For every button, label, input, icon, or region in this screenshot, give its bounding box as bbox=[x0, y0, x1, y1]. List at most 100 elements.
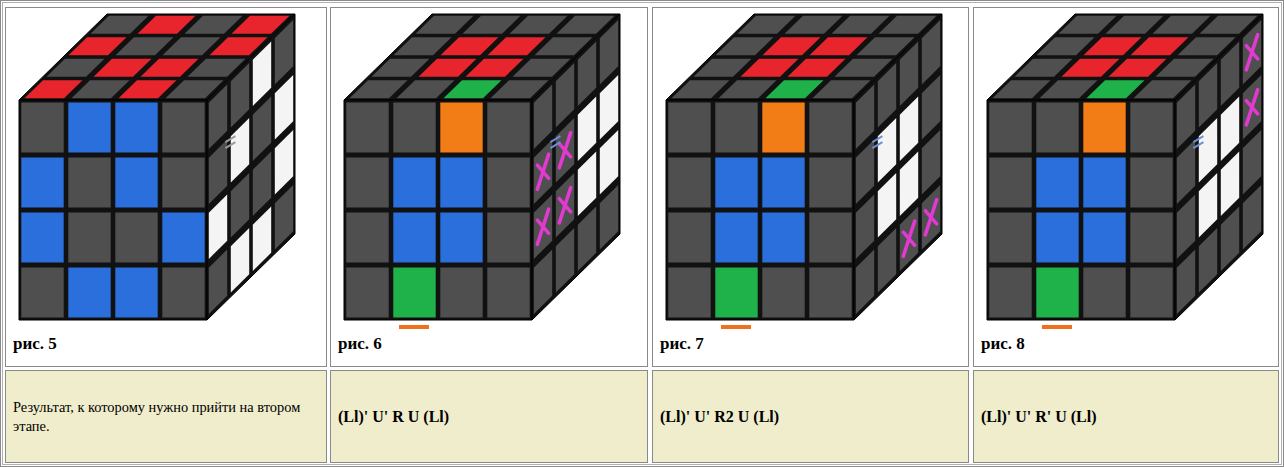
cube-sticker bbox=[556, 63, 574, 127]
cube-sticker bbox=[115, 213, 157, 263]
table-frame-inner bbox=[3, 3, 1282, 465]
cube-sticker bbox=[68, 213, 110, 263]
cube-sticker bbox=[578, 207, 596, 271]
cube-sticker bbox=[900, 152, 918, 216]
cube-face bbox=[666, 100, 854, 320]
cube-sticker bbox=[922, 75, 940, 139]
cube-sticker bbox=[809, 268, 851, 318]
cube-sticker bbox=[487, 268, 529, 318]
cube-sticker bbox=[115, 103, 157, 153]
cube-face bbox=[987, 100, 1175, 320]
cube-sticker bbox=[900, 97, 918, 161]
cube-sticker bbox=[578, 152, 596, 216]
cube-sticker bbox=[231, 118, 249, 182]
cube-sticker bbox=[556, 173, 574, 237]
cube-sticker bbox=[1199, 63, 1217, 127]
cube-sticker bbox=[762, 158, 804, 208]
picture-cell: рис. 7 bbox=[652, 7, 969, 367]
cube-sticker bbox=[21, 103, 63, 153]
cube-sticker bbox=[510, 16, 568, 34]
figure-caption: рис. 7 bbox=[660, 334, 704, 354]
cube-sticker bbox=[440, 103, 482, 153]
cube-sticker bbox=[163, 37, 221, 55]
cube-sticker bbox=[393, 213, 435, 263]
cube-face bbox=[19, 100, 207, 320]
cube-sticker bbox=[231, 63, 249, 127]
cube-face bbox=[532, 14, 620, 320]
cube-sticker bbox=[346, 103, 388, 153]
picture-cell: рис. 8 bbox=[973, 7, 1279, 367]
cube-sticker bbox=[275, 75, 293, 139]
cube-sticker bbox=[1199, 118, 1217, 182]
cube-sticker bbox=[762, 103, 804, 153]
cube-sticker bbox=[1153, 16, 1211, 34]
cube-sticker bbox=[440, 158, 482, 208]
cube-sticker bbox=[993, 80, 1051, 98]
cube-sticker bbox=[1199, 228, 1217, 292]
cube-sticker bbox=[716, 37, 774, 55]
cube-sticker bbox=[487, 158, 529, 208]
cube-sticker bbox=[162, 213, 204, 263]
cube-sticker bbox=[668, 103, 710, 153]
cube-sticker bbox=[1199, 173, 1217, 237]
cube-sticker bbox=[1177, 250, 1195, 314]
cube-sticker bbox=[715, 103, 757, 153]
cube-sticker bbox=[766, 80, 824, 98]
slice-marker bbox=[1042, 325, 1072, 329]
cube-sticker bbox=[1087, 80, 1145, 98]
cube-sticker bbox=[209, 195, 227, 259]
cube-sticker bbox=[397, 80, 455, 98]
cube-sticker bbox=[115, 158, 157, 208]
cube-sticker bbox=[393, 103, 435, 153]
mark-x bbox=[1246, 35, 1257, 70]
cube-sticker bbox=[253, 152, 271, 216]
cube-sticker bbox=[1221, 42, 1239, 106]
cube-sticker bbox=[1036, 213, 1078, 263]
cube-sticker bbox=[68, 158, 110, 208]
cube-logo bbox=[550, 136, 560, 148]
cube-sticker bbox=[115, 268, 157, 318]
mark-x bbox=[903, 221, 914, 256]
cube-sticker bbox=[116, 37, 174, 55]
rubiks-cube bbox=[666, 14, 942, 329]
cube-sticker bbox=[878, 118, 896, 182]
cube-sticker bbox=[600, 185, 618, 249]
cube-sticker bbox=[556, 228, 574, 292]
cube-sticker bbox=[1221, 207, 1239, 271]
cube-sticker bbox=[989, 268, 1031, 318]
cube-sticker bbox=[856, 140, 874, 204]
move-sequence: (Ll)' U' R' U (Ll) bbox=[974, 406, 1104, 428]
mark-x bbox=[1246, 90, 1257, 125]
cube-sticker bbox=[810, 37, 868, 55]
cube-sticker bbox=[463, 16, 521, 34]
cube-sticker bbox=[1130, 213, 1172, 263]
cube-sticker bbox=[1083, 103, 1125, 153]
cube-sticker bbox=[209, 85, 227, 149]
cube-sticker bbox=[1036, 158, 1078, 208]
cube-sticker bbox=[487, 103, 529, 153]
cube-sticker bbox=[162, 103, 204, 153]
cube-sticker bbox=[231, 173, 249, 237]
cube-sticker bbox=[68, 268, 110, 318]
cube-sticker bbox=[487, 213, 529, 263]
cube-sticker bbox=[762, 268, 804, 318]
cube-face bbox=[344, 100, 532, 320]
rubiks-cube bbox=[987, 14, 1263, 329]
cube-sticker bbox=[162, 158, 204, 208]
cube-sticker bbox=[21, 213, 63, 263]
picture-cell: рис. 5 bbox=[5, 7, 327, 367]
cube-sticker bbox=[488, 37, 546, 55]
cube-sticker bbox=[1221, 97, 1239, 161]
text-cell: Результат, к которому нужно прийти на вт… bbox=[5, 370, 327, 463]
cube-sticker bbox=[350, 80, 408, 98]
cube-sticker bbox=[185, 16, 243, 34]
cube-sticker bbox=[668, 158, 710, 208]
figure-caption: рис. 6 bbox=[338, 334, 382, 354]
picture-cell: рис. 6 bbox=[330, 7, 648, 367]
cube-sticker bbox=[1243, 185, 1261, 249]
cube-sticker bbox=[856, 195, 874, 259]
cube-sticker bbox=[440, 213, 482, 263]
move-sequence: (Ll)' U' R U (Ll) bbox=[331, 406, 456, 428]
cube-sticker bbox=[1015, 59, 1073, 77]
cube-sticker bbox=[419, 59, 477, 77]
